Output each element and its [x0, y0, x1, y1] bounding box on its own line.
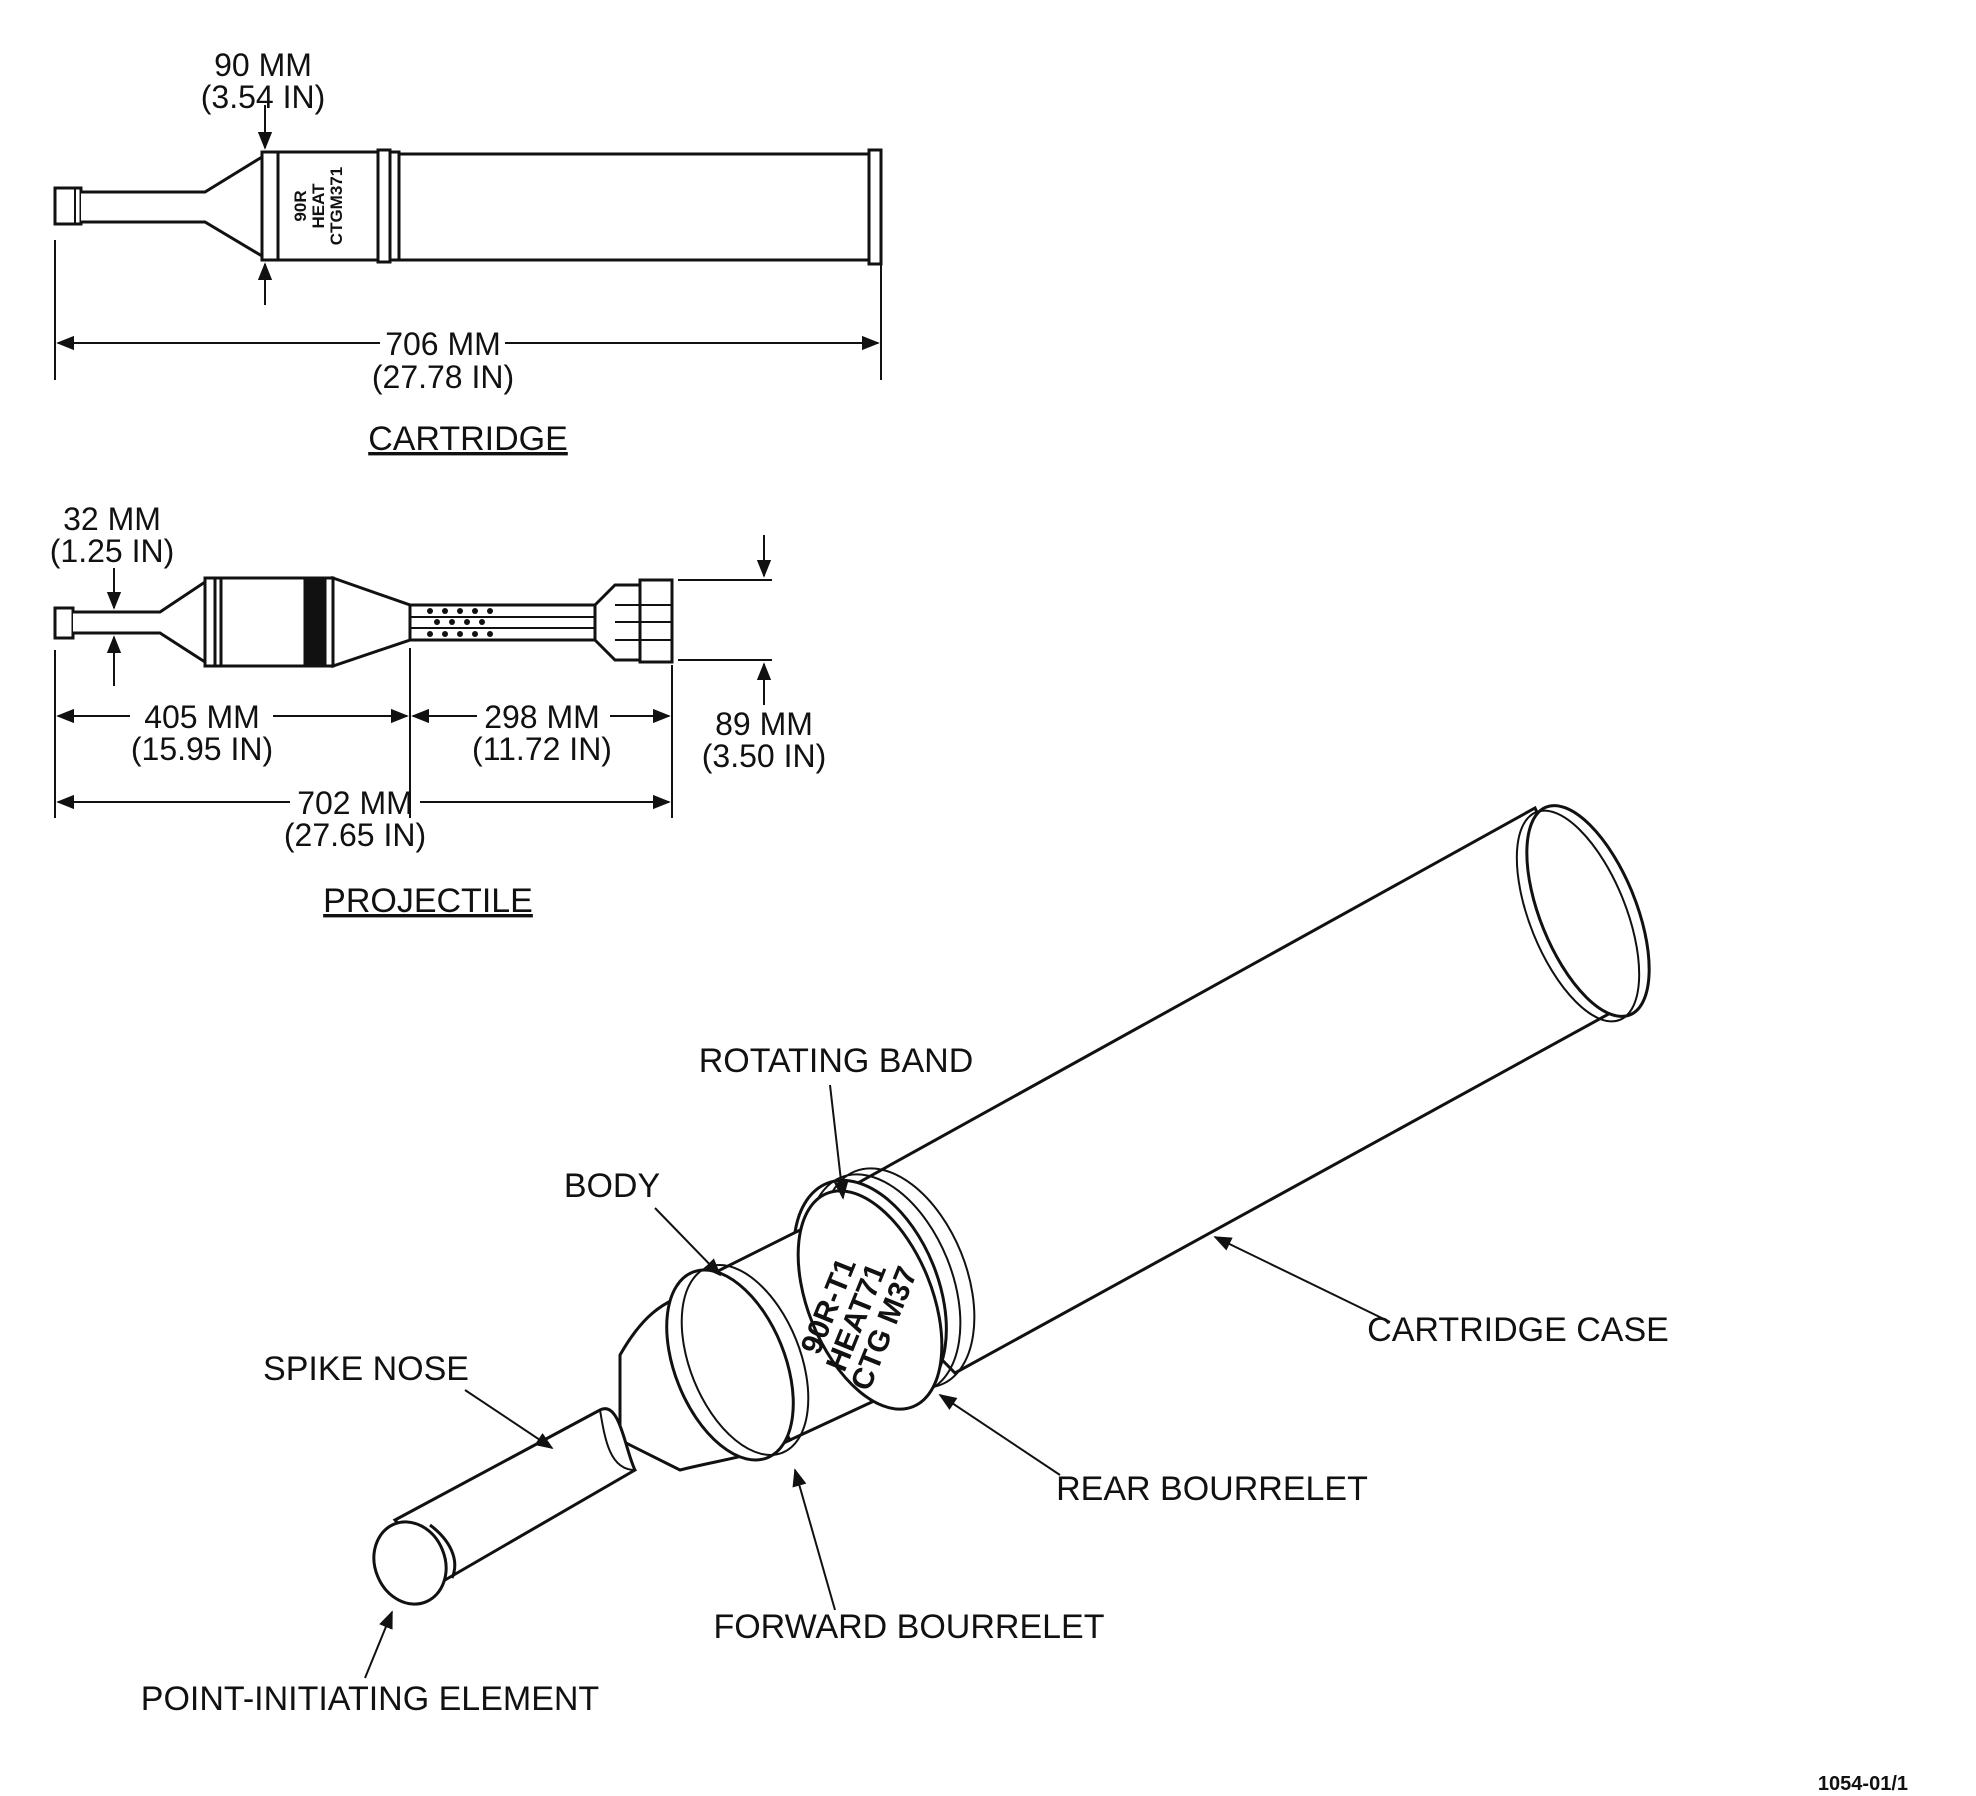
cartridge-drawing: [53, 148, 883, 266]
projectile-spike-dimension: 32 MM (1.25 IN): [50, 501, 174, 686]
cartridge-diameter-in: (3.54 IN): [201, 79, 325, 115]
cartridge-marking-line-3: CTGM371: [327, 167, 346, 245]
projectile-fin-dia-in: (3.50 IN): [702, 738, 826, 774]
figure-id: 1054-01/1: [1818, 1773, 1908, 1795]
cartridge-length-dimension: 706 MM (27.78 IN): [54, 240, 882, 395]
projectile-length-dimensions: 405 MM (15.95 IN) 298 MM (11.72 IN) 702 …: [54, 648, 673, 853]
projectile-total-len-mm: 702 MM: [297, 785, 413, 821]
cartridge-marking-line-1: 90R: [291, 190, 310, 221]
projectile-drawing: [53, 575, 674, 669]
label-body: BODY: [564, 1167, 660, 1205]
label-rotating-band: ROTATING BAND: [699, 1042, 974, 1080]
projectile-fin-dimension: 89 MM (3.50 IN): [678, 535, 826, 774]
projectile-front-len-in: (15.95 IN): [131, 731, 273, 767]
projectile-spike-dia-in: (1.25 IN): [50, 533, 174, 569]
projectile-tail-len-mm: 298 MM: [484, 699, 600, 735]
cartridge-diameter-mm: 90 MM: [214, 47, 312, 83]
projectile-spike-dia-mm: 32 MM: [63, 501, 161, 537]
isometric-labels: ROTATING BAND BODY SPIKE NOSE CARTRIDGE …: [141, 1042, 1669, 1718]
projectile-total-len-in: (27.65 IN): [284, 817, 426, 853]
projectile-tail-len-in: (11.72 IN): [472, 731, 612, 767]
isometric-drawing: [372, 804, 1651, 1606]
projectile-front-len-mm: 405 MM: [144, 699, 260, 735]
cartridge-length-mm: 706 MM: [385, 326, 501, 362]
label-point-initiating-element: POINT-INITIATING ELEMENT: [141, 1680, 599, 1718]
projectile-title: PROJECTILE: [323, 882, 533, 920]
cartridge-marking-line-2: HEAT: [309, 183, 328, 229]
cartridge-diameter-dimension: 90 MM (3.54 IN): [201, 47, 325, 305]
cartridge-title: CARTRIDGE: [368, 420, 568, 458]
projectile-fin-dia-mm: 89 MM: [715, 706, 813, 742]
cartridge-marking: 90R HEAT CTGM371: [291, 167, 346, 245]
label-forward-bourrelet: FORWARD BOURRELET: [713, 1608, 1104, 1646]
label-rear-bourrelet: REAR BOURRELET: [1056, 1470, 1368, 1508]
label-cartridge-case: CARTRIDGE CASE: [1367, 1311, 1669, 1349]
label-spike-nose: SPIKE NOSE: [263, 1350, 469, 1388]
cartridge-length-in: (27.78 IN): [372, 359, 514, 395]
isometric-marking: 90R-T1 HEAT71 CTG M37: [795, 1254, 924, 1396]
